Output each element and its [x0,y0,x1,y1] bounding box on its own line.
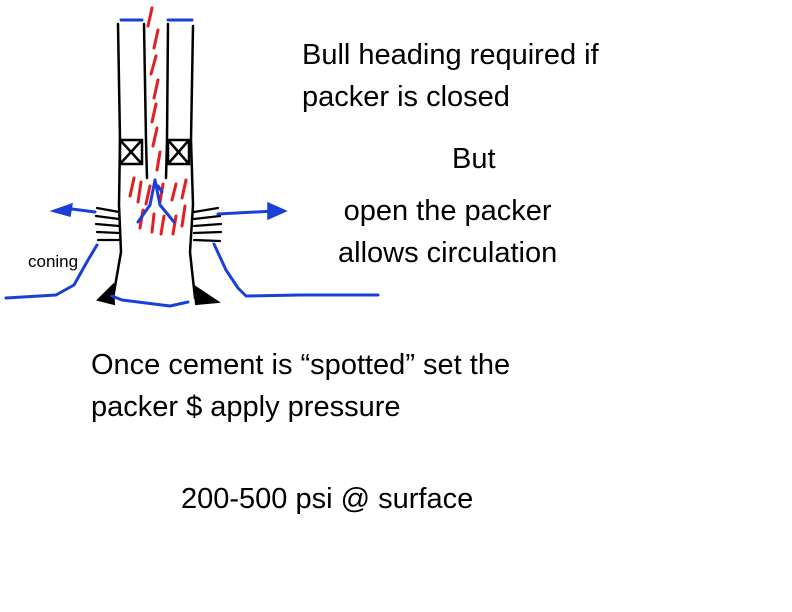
flow-arrow-icon [49,201,288,221]
casing-right-wall [188,24,197,300]
bullheading-line-1: Bull heading required if [302,39,599,71]
circulation-line-1: open the packer [343,195,552,227]
spotting-note: Once cement is “spotted” set the packer … [91,344,510,428]
spotting-line-1: Once cement is “spotted” set the [91,349,511,381]
tubing-left-wall [142,22,149,180]
bullheading-note: Bull heading required if packer is close… [302,34,599,118]
casing-left-wall [111,22,123,300]
circulation-note: open the packer allows circulation [338,190,557,274]
packer-element-icon [118,138,191,166]
perforation-icon [94,206,223,243]
coning-label: coning [28,252,79,271]
cement-spot [128,6,188,236]
bullheading-line-2: packer is closed [302,81,510,113]
pressure-note: 200-500 psi @ surface [181,483,474,515]
spotting-line-2: packer $ apply pressure [91,391,401,423]
circulation-line-2: allows circulation [338,237,558,269]
wellbore-shoe-icon [96,282,221,306]
but-label: But [452,143,496,175]
circulation-flow [4,178,380,308]
